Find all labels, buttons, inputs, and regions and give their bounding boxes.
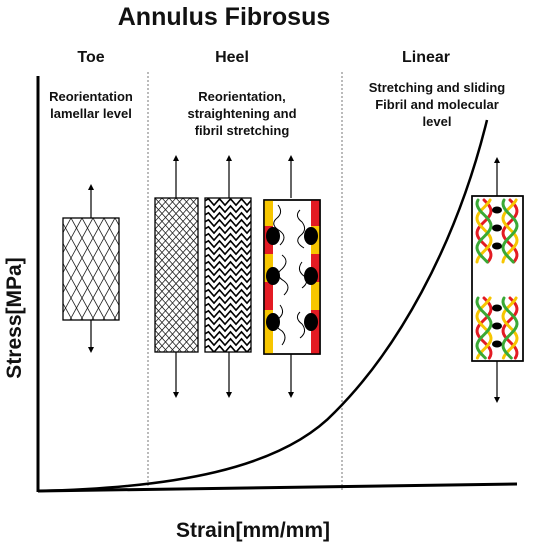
linear-description-line-2: Fibril and molecular [375,97,499,112]
wavy-fibers-icon [204,155,252,398]
region-label-linear: Linear [402,49,450,66]
region-label-heel: Heel [215,49,249,66]
linear-description-line-3: level [423,114,452,129]
fibril-sliding-icon [263,155,321,398]
x-axis-label: Strain[mm/mm] [176,519,330,542]
heel-description-line-2: straightening and [187,106,296,121]
toe-description-line-2: lamellar level [50,106,132,121]
toe-description-line-1: Reorientation [49,89,133,104]
stress-strain-curve [37,119,489,493]
region-label-toe: Toe [77,49,104,66]
linear-description-line-1: Stretching and sliding [369,80,506,95]
heel-description-line-1: Reorientation, [198,89,285,104]
crimped-fibers-icon [154,155,199,398]
x-axis-line [37,482,518,493]
y-axis-label: Stress[MPa] [3,257,26,378]
heel-description-line-3: fibril stretching [195,123,290,138]
helical-molecules-icon [471,157,524,403]
diagram-title: Annulus Fibrosus [118,3,331,31]
cross-ply-lattice-icon [62,184,120,353]
